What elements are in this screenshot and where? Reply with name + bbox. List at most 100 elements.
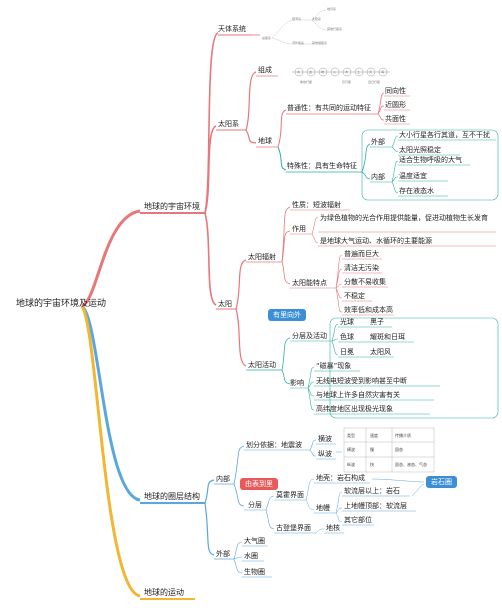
table-cell: 纵波 — [347, 462, 355, 467]
sun-activity-group-box — [329, 317, 499, 419]
node-division-basis[interactable]: 划分依据：地震波 — [246, 441, 302, 449]
connector — [204, 502, 215, 556]
node-commonality[interactable]: 普通性：有共同的运动特征 — [287, 104, 371, 112]
node-energy-features[interactable]: 太阳能特点 — [292, 279, 327, 287]
planet-label: 水 — [297, 70, 301, 74]
connector — [265, 509, 275, 530]
bracket — [335, 254, 343, 313]
outer-item[interactable]: 生物圈 — [244, 568, 265, 576]
node-internal[interactable]: 内部 — [371, 173, 385, 181]
node-solar-activity[interactable]: 太阳活动 — [248, 361, 276, 369]
thumb-label: 河外星系 — [292, 41, 305, 45]
planet-label: 金 — [309, 70, 313, 74]
connector — [305, 499, 315, 511]
wave-transverse[interactable]: 横波 — [318, 435, 332, 443]
node-inner[interactable]: 内部 — [216, 475, 230, 483]
branch-cosmos-environment[interactable]: 地球的宇宙环境 — [144, 202, 200, 211]
connector — [233, 483, 245, 507]
planets-thumbnail — [292, 67, 390, 77]
feature-item[interactable]: 清洁无污染 — [344, 264, 379, 272]
role-item[interactable]: 是地球大气运动、水循环的主要能源 — [320, 237, 432, 245]
thumb-label: 总星系 — [262, 36, 272, 40]
connector — [377, 113, 385, 121]
node-sun[interactable]: 太阳 — [218, 300, 232, 308]
tag-inside-out[interactable]: 有里向外 — [268, 309, 306, 321]
node-radiation-nature[interactable]: 性质：短波辐射 — [292, 201, 341, 209]
connector — [233, 541, 243, 560]
planet-label: 木 — [345, 70, 349, 74]
common-item[interactable]: 近圆形 — [385, 101, 406, 109]
node-core[interactable]: 地核 — [326, 524, 340, 532]
internal-item[interactable]: 适合生物呼吸的大气 — [399, 156, 462, 164]
node-outer[interactable]: 外部 — [216, 550, 230, 558]
node-radiation-role[interactable]: 作用 — [292, 225, 306, 233]
branch-layer-structure[interactable]: 地球的圈层结构 — [144, 492, 200, 501]
node-specialty[interactable]: 特殊性：具有生命特征 — [287, 162, 357, 170]
specialty-group-box — [361, 129, 499, 201]
feature-item[interactable]: 效率低和成本高 — [344, 306, 393, 314]
influence-item[interactable]: 无线电短波受到影响甚至中断 — [316, 377, 407, 385]
branch-earth-motion[interactable]: 地球的运动 — [144, 588, 184, 597]
layer-activity[interactable]: 黑子 — [370, 318, 384, 326]
external-item[interactable]: 太阳光照稳定 — [399, 146, 441, 154]
external-item[interactable]: 大小行星各行其道，互不干扰 — [399, 131, 490, 139]
planet-group-label: 类地行星 — [300, 80, 313, 84]
tag-lithosphere[interactable]: 岩石圈 — [426, 476, 457, 488]
feature-item[interactable]: 分散不易收集 — [344, 278, 386, 286]
tag-outside-in[interactable]: 由表到里 — [240, 478, 278, 490]
connector — [245, 71, 257, 131]
thumb-label: 其他行星系 — [327, 27, 343, 31]
thumb-label: 太阳系 — [312, 17, 322, 21]
influence-item[interactable]: “磁暴”现象 — [316, 362, 352, 370]
role-item[interactable]: 为绿色植物的光合作用提供能量，促进动植物生长发育 — [320, 214, 488, 222]
connector — [281, 369, 291, 385]
node-solar-radiation[interactable]: 太阳辐射 — [248, 253, 276, 261]
common-item[interactable]: 同向性 — [385, 87, 406, 95]
node-influence[interactable]: 影响 — [290, 379, 304, 387]
mantle-item[interactable]: 上地幔顶部：软流层 — [344, 502, 407, 510]
bracket — [331, 323, 339, 356]
connector — [204, 32, 219, 214]
planet-label: 天 — [369, 70, 373, 74]
bracket — [335, 491, 343, 523]
layer-name[interactable]: 色球 — [340, 333, 354, 341]
internal-item[interactable]: 存在液态水 — [399, 187, 434, 195]
layer-activity[interactable]: 太阳风 — [370, 348, 391, 356]
node-moho[interactable]: 莫霍界面 — [276, 491, 304, 499]
lithosphere-brace — [371, 478, 425, 497]
influence-item[interactable]: 与地球上许多自然灾害有关 — [316, 391, 400, 399]
layer-name[interactable]: 日冕 — [340, 348, 354, 356]
mantle-item[interactable]: 软流层以上：岩石 — [344, 487, 400, 495]
node-layers-activity[interactable]: 分层及活动 — [292, 332, 327, 340]
wave-longitudinal[interactable]: 纵波 — [318, 450, 332, 458]
connector — [377, 105, 385, 115]
node-celestial-system[interactable]: 天体系统 — [218, 25, 246, 33]
node-crust[interactable]: 地壳：岩石构成 — [316, 474, 365, 482]
layer-name[interactable]: 光球 — [340, 318, 354, 326]
feature-item[interactable]: 不稳定 — [344, 292, 365, 300]
node-external[interactable]: 外部 — [371, 138, 385, 146]
node-earth[interactable]: 地球 — [258, 137, 272, 145]
common-item[interactable]: 共面性 — [385, 115, 406, 123]
outer-item[interactable]: 水圈 — [244, 552, 258, 560]
planet-label: 海 — [381, 70, 385, 74]
layer-activity[interactable]: 耀斑和日珥 — [370, 333, 405, 341]
connector — [361, 143, 371, 173]
root-topic[interactable]: 地球的宇宙环境及运动 — [16, 299, 107, 309]
node-layering[interactable]: 分层 — [248, 501, 262, 509]
internal-item[interactable]: 温度适宜 — [399, 172, 427, 180]
node-gutenberg[interactable]: 古登堡界面 — [276, 524, 311, 532]
table-header-cell: 类型 — [347, 433, 355, 438]
node-composition[interactable]: 组成 — [258, 66, 272, 74]
feature-item[interactable]: 普遍而巨大 — [344, 250, 379, 258]
influence-item[interactable]: 高纬度地区出现极光现象 — [316, 405, 393, 413]
celestial-thumbnail — [271, 9, 327, 45]
bracket — [307, 366, 315, 411]
connector — [277, 146, 287, 171]
node-mantle[interactable]: 地幔 — [316, 504, 330, 512]
outer-item[interactable]: 大气圈 — [244, 537, 265, 545]
mantle-item[interactable]: 其它部位 — [344, 516, 372, 524]
thumb-label: 银河系 — [292, 17, 302, 21]
node-solar-system[interactable]: 太阳系 — [218, 120, 239, 128]
